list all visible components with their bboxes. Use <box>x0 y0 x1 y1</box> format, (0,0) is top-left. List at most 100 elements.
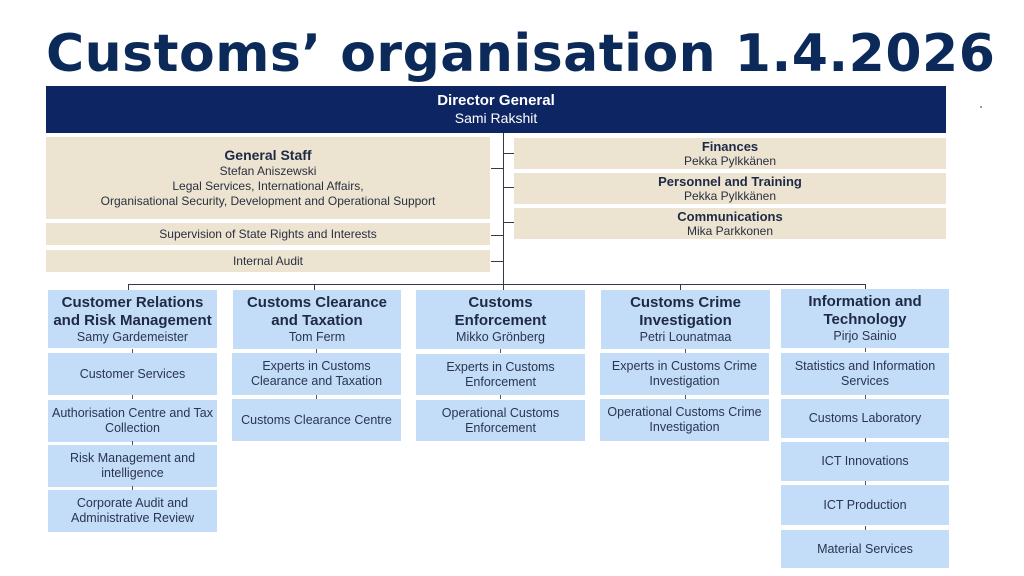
tick <box>865 526 866 530</box>
spine-line <box>503 133 504 285</box>
staff-unit-internal-audit: Internal Audit <box>46 250 490 272</box>
staff-unit-label: Supervision of State Rights and Interest… <box>159 227 377 241</box>
general-staff-line2: Organisational Security, Development and… <box>100 194 436 208</box>
unit: Authorisation Centre and Tax Collection <box>48 400 217 442</box>
director-name: Sami Rakshit <box>454 110 538 126</box>
unit-label: Corporate Audit and Administrative Revie… <box>71 496 194 525</box>
support-unit-head: Pekka Pylkkänen <box>683 154 777 168</box>
connector <box>680 284 681 290</box>
tick <box>685 395 686 399</box>
connector <box>314 284 315 290</box>
tick <box>865 395 866 399</box>
unit-label: Experts in Customs Clearance and Taxatio… <box>250 359 383 388</box>
tick <box>685 349 686 353</box>
department-title: Technology <box>823 311 907 328</box>
unit-label: Customs Clearance Centre <box>241 412 392 427</box>
tick <box>500 395 501 399</box>
department-title: Customs <box>468 294 533 311</box>
unit: Material Services <box>781 530 949 568</box>
department-head: Samy Gardemeister <box>76 329 189 344</box>
connector <box>503 222 515 223</box>
tick <box>865 481 866 485</box>
department-bus-line <box>128 284 866 285</box>
support-unit-head: Pekka Pylkkänen <box>683 189 777 203</box>
department-customer-relations: Customer Relations and Risk Management S… <box>48 290 217 348</box>
support-unit-title: Personnel and Training <box>658 174 802 189</box>
unit-label: Experts in Customs Enforcement <box>446 359 555 389</box>
department-title: Investigation <box>639 312 732 329</box>
department-title: Customs Crime <box>630 294 741 311</box>
unit: Customs Clearance Centre <box>232 399 401 441</box>
connector <box>865 284 866 290</box>
general-staff-title: General Staff <box>224 147 312 163</box>
stray-dot <box>980 106 982 108</box>
support-unit-title: Communications <box>677 209 783 224</box>
tick <box>316 395 317 399</box>
tick <box>132 349 133 353</box>
unit-label: Experts in Customs Crime Investigation <box>611 359 758 388</box>
unit-label: Operational Customs Enforcement <box>441 405 560 435</box>
department-title: and Risk Management <box>53 311 212 329</box>
connector <box>128 284 129 290</box>
page-title: Customs’ organisation 1.4.2026 <box>46 24 996 84</box>
support-unit-communications: Communications Mika Parkkonen <box>514 208 946 239</box>
unit: Customer Services <box>48 353 217 395</box>
department-title: Customs Clearance <box>246 294 388 311</box>
connector <box>503 153 515 154</box>
unit: Experts in Customs Clearance and Taxatio… <box>232 353 401 395</box>
unit: Operational Customs Enforcement <box>416 400 585 441</box>
connector <box>491 261 503 262</box>
staff-unit-supervision: Supervision of State Rights and Interest… <box>46 223 490 245</box>
staff-unit-label: Internal Audit <box>232 254 304 268</box>
unit: Customs Laboratory <box>781 399 949 438</box>
unit: Experts in Customs Enforcement <box>416 354 585 395</box>
tick <box>865 438 866 442</box>
unit: Experts in Customs Crime Investigation <box>600 353 769 395</box>
tick <box>132 395 133 399</box>
unit: Corporate Audit and Administrative Revie… <box>48 490 217 532</box>
department-title: Enforcement <box>454 312 547 329</box>
support-unit-head: Mika Parkkonen <box>686 224 774 238</box>
unit-label: Customer Services <box>79 366 186 381</box>
department-customs-crime-investigation: Customs Crime Investigation Petri Lounat… <box>601 290 770 349</box>
unit-label: Authorisation Centre and Tax Collection <box>52 406 213 435</box>
support-unit-title: Finances <box>701 139 759 154</box>
department-head: Pirjo Sainio <box>833 329 897 343</box>
department-title: Information and <box>808 293 922 310</box>
unit-label: ICT Production <box>823 497 907 512</box>
tick <box>865 348 866 352</box>
connector <box>491 235 503 236</box>
tick <box>500 349 501 353</box>
tick <box>132 486 133 490</box>
general-staff-head: Stefan Aniszewski <box>219 164 317 178</box>
unit-label: Statistics and Information Services <box>794 359 936 388</box>
unit-label: Material Services <box>817 541 913 556</box>
director-title: Director General <box>437 92 555 109</box>
department-information-technology: Information and Technology Pirjo Sainio <box>781 289 949 348</box>
unit-label: ICT Innovations <box>821 454 909 468</box>
director-general-box: Director General Sami Rakshit <box>46 86 946 133</box>
unit: Operational Customs Crime Investigation <box>600 399 769 441</box>
connector <box>491 168 503 169</box>
department-head: Tom Ferm <box>288 330 346 344</box>
connector <box>503 284 504 290</box>
unit: ICT Production <box>781 485 949 525</box>
support-unit-finances: Finances Pekka Pylkkänen <box>514 138 946 169</box>
department-head: Petri Lounatmaa <box>639 330 732 344</box>
department-customs-enforcement: Customs Enforcement Mikko Grönberg <box>416 290 585 349</box>
support-unit-personnel: Personnel and Training Pekka Pylkkänen <box>514 173 946 204</box>
department-head: Mikko Grönberg <box>456 330 545 344</box>
connector <box>503 187 515 188</box>
unit: ICT Innovations <box>781 442 949 481</box>
unit-label: Customs Laboratory <box>808 411 922 425</box>
unit: Statistics and Information Services <box>781 353 949 395</box>
unit: Risk Management and intelligence <box>48 445 217 487</box>
general-staff-line1: Legal Services, International Affairs, <box>172 179 364 193</box>
department-title: and Taxation <box>271 312 363 329</box>
department-customs-clearance: Customs Clearance and Taxation Tom Ferm <box>233 290 401 349</box>
general-staff-box: General Staff Stefan Aniszewski Legal Se… <box>46 137 490 219</box>
unit-label: Risk Management and intelligence <box>69 451 196 480</box>
department-title: Customer Relations <box>61 293 204 311</box>
unit-label: Operational Customs Crime Investigation <box>607 405 762 434</box>
tick <box>132 441 133 445</box>
